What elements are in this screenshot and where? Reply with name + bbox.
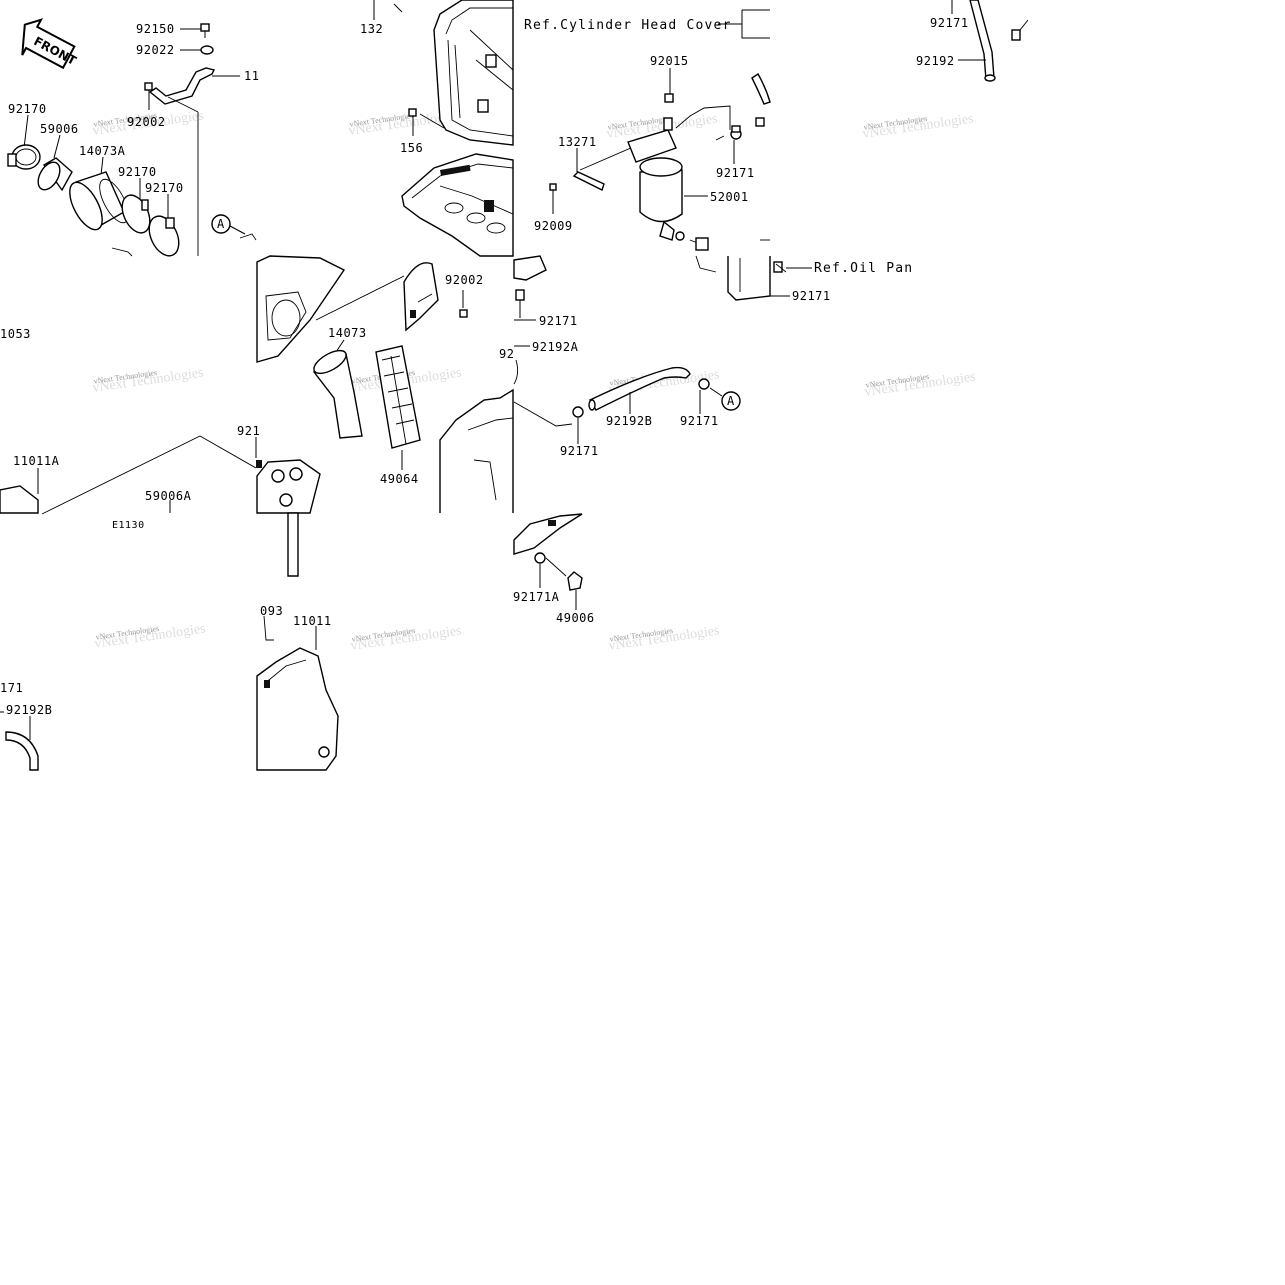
part-label[interactable]: 92171 bbox=[716, 166, 755, 180]
part-label[interactable]: 92002 bbox=[127, 115, 166, 129]
part-label[interactable]: 59006 bbox=[40, 122, 79, 136]
part-label[interactable]: 92192B bbox=[6, 703, 52, 717]
part-label[interactable]: 52001 bbox=[710, 190, 749, 204]
part-label[interactable]: 49006 bbox=[556, 611, 595, 625]
tile-cylinder-head bbox=[373, 0, 514, 257]
part-label[interactable]: 13271 bbox=[558, 135, 597, 149]
part-label[interactable]: 92192 bbox=[916, 54, 955, 68]
cap-icon bbox=[567, 571, 583, 591]
bolt-icon bbox=[144, 82, 153, 110]
part-label[interactable]: 921 bbox=[237, 424, 260, 438]
bolt-icon bbox=[408, 108, 417, 136]
part-labels: 92150 92022 11 92170 59006 92002 14073A … bbox=[0, 16, 969, 717]
part-label[interactable]: 92171 bbox=[560, 444, 599, 458]
tile-hose-bottom bbox=[0, 711, 39, 771]
part-label[interactable]: 14073A bbox=[79, 144, 126, 158]
part-label[interactable]: 92150 bbox=[136, 22, 175, 36]
tile-hose-top bbox=[951, 0, 1029, 82]
part-label[interactable]: 92171A bbox=[513, 590, 560, 604]
part-label[interactable]: 92170 bbox=[8, 102, 47, 116]
connection-marker-a: A bbox=[709, 387, 741, 411]
tile-throttle-lower bbox=[256, 512, 339, 771]
part-label[interactable]: 92171 bbox=[539, 314, 578, 328]
bolt-icon bbox=[200, 23, 210, 38]
part-label[interactable]: 132 bbox=[360, 22, 383, 36]
tile-breather bbox=[549, 9, 771, 251]
clamp-icon bbox=[675, 231, 685, 241]
washer-icon bbox=[200, 45, 214, 55]
part-label[interactable]: 92171 bbox=[792, 289, 831, 303]
clamp-icon bbox=[572, 406, 584, 418]
bolt-icon bbox=[459, 309, 468, 318]
marker-letter: A bbox=[727, 394, 735, 408]
part-label[interactable]: 156 bbox=[400, 141, 423, 155]
part-label[interactable]: 093 bbox=[260, 604, 283, 618]
part-label[interactable]: 49064 bbox=[380, 472, 419, 486]
part-label[interactable]: 92170 bbox=[145, 181, 184, 195]
clamp-icon bbox=[730, 125, 742, 140]
clamp-icon bbox=[7, 144, 41, 170]
part-label[interactable]: 92171 bbox=[930, 16, 969, 30]
part-label[interactable]: 11011 bbox=[293, 614, 332, 628]
part-label[interactable]: 14073 bbox=[328, 326, 367, 340]
part-label[interactable]: 92022 bbox=[136, 43, 175, 57]
rubber-sleeve-icon bbox=[37, 157, 73, 192]
diagram-code: E1130 bbox=[112, 520, 145, 531]
marker-letter: A bbox=[217, 217, 225, 231]
screw-icon bbox=[549, 183, 557, 214]
clamp-icon bbox=[698, 378, 710, 390]
front-arrow-icon: FRONT bbox=[21, 18, 79, 70]
part-label[interactable]: 92 bbox=[499, 347, 514, 361]
part-label[interactable]: 92192B bbox=[606, 414, 652, 428]
intake-tube-icon bbox=[69, 171, 129, 231]
clamp-icon bbox=[121, 194, 151, 234]
part-label[interactable]: 92002 bbox=[445, 273, 484, 287]
connection-marker-a: A bbox=[211, 214, 246, 235]
part-label[interactable]: 11 bbox=[244, 69, 259, 83]
fitting-icon bbox=[773, 261, 783, 273]
part-label[interactable]: 92015 bbox=[650, 54, 689, 68]
part-label[interactable]: 171 bbox=[0, 681, 23, 695]
screen-filter-icon bbox=[375, 345, 421, 449]
tile-left-mid bbox=[0, 435, 257, 515]
ref-cylinder-head-cover: Ref.Cylinder Head Cover bbox=[524, 18, 732, 33]
tile-oil-fittings bbox=[513, 513, 583, 610]
ref-oil-pan: Ref.Oil Pan bbox=[814, 261, 913, 276]
intake-duct-icon bbox=[313, 349, 363, 439]
tile-air-box bbox=[255, 255, 514, 514]
tile-breather-hoses: A bbox=[513, 255, 790, 444]
hose-icon bbox=[588, 366, 691, 411]
tile-air-duct: A bbox=[7, 23, 257, 257]
breather-tank-icon bbox=[627, 105, 731, 223]
part-label[interactable]: 92171 bbox=[680, 414, 719, 428]
part-label[interactable]: 59006A bbox=[145, 489, 192, 503]
part-label[interactable]: 11011A bbox=[13, 454, 60, 468]
part-label[interactable]: 92192A bbox=[532, 340, 579, 354]
part-label[interactable]: 92009 bbox=[534, 219, 573, 233]
clamp-icon bbox=[148, 215, 180, 257]
part-label[interactable]: 92170 bbox=[118, 165, 157, 179]
clamp-icon bbox=[534, 552, 546, 564]
part-label[interactable]: 1053 bbox=[0, 327, 31, 341]
tile-oil-pan-ref bbox=[775, 263, 812, 273]
